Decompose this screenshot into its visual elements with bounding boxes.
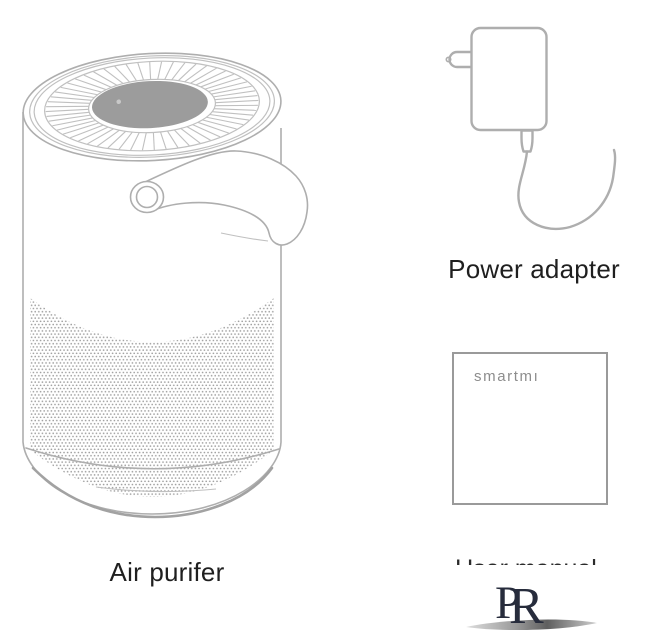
adapter-plug-prong	[448, 50, 474, 69]
purifier-base-highlight	[95, 486, 217, 493]
user-manual-label-cutoff: User manual	[447, 555, 605, 565]
user-manual-label-text: User manual	[447, 555, 605, 565]
adapter-cable	[517, 148, 617, 230]
purifier-base-bottom	[31, 466, 274, 519]
purifier-perforation	[30, 298, 274, 497]
purifier-handle	[129, 150, 309, 246]
power-adapter-label: Power adapter	[448, 254, 620, 284]
smartmi-logo: smartmı	[474, 368, 540, 385]
top-disc	[91, 80, 208, 129]
fan-spokes	[45, 61, 259, 151]
air-purifier-illustration	[22, 52, 309, 519]
handle-fold-line	[220, 232, 269, 242]
purifier-base-seam	[25, 447, 280, 470]
power-button-dot	[116, 99, 122, 105]
handle-pivot-inner	[135, 185, 159, 209]
prong-hole	[445, 56, 452, 63]
user-manual-illustration: smartmı	[452, 352, 608, 505]
purifier-top-grille	[22, 52, 282, 162]
handle-strap	[139, 150, 309, 246]
power-adapter-illustration	[445, 26, 617, 230]
air-purifier-label: Air purifer	[109, 557, 225, 587]
watermark-swoosh	[466, 619, 597, 631]
adapter-connector	[520, 129, 534, 153]
handle-pivot-outer	[129, 180, 165, 214]
adapter-body	[470, 26, 548, 132]
